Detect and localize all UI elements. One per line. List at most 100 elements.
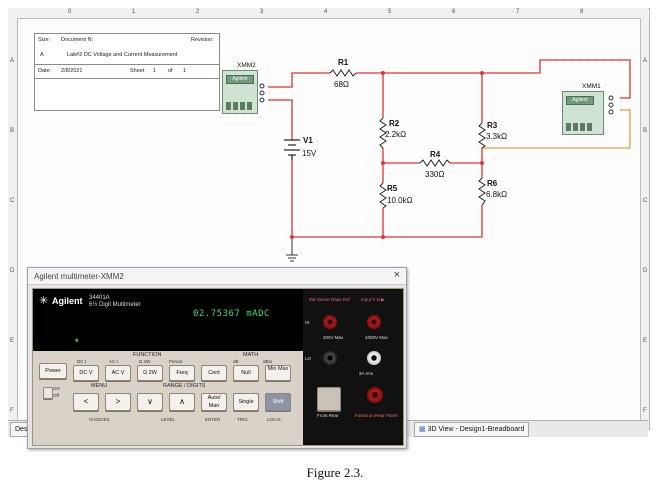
resistor-r1-icon[interactable]	[329, 69, 357, 77]
math-group-label: MATH	[243, 352, 259, 358]
close-icon[interactable]: ×	[393, 269, 400, 281]
breadboard-icon: ▦	[419, 426, 426, 433]
max-label: 200V Max	[323, 335, 344, 340]
xmm1-meter-icon[interactable]: Agilent	[562, 91, 604, 135]
minmax-button[interactable]: Min Max	[265, 365, 291, 381]
input-lo-jack[interactable]	[367, 351, 381, 365]
dci-sublabel: DC I	[77, 359, 86, 364]
front-rear-switch[interactable]	[317, 387, 341, 411]
resistor-r3-icon[interactable]	[478, 122, 486, 149]
r3-name: R3	[487, 121, 498, 130]
acv-button[interactable]: AC V	[105, 365, 131, 381]
input-hi-jack[interactable]	[367, 315, 381, 329]
resistor-r6-icon[interactable]	[478, 177, 486, 206]
enter-label: ENTER	[205, 417, 221, 422]
range-down-button[interactable]: ∨	[137, 393, 163, 411]
null-button[interactable]: Null	[233, 365, 259, 381]
tab-breadboard-label: 3D View - Design1-Breadboard	[427, 426, 525, 433]
resistor-r4-icon[interactable]	[419, 159, 451, 167]
agilent-logo-icon: ✳	[39, 295, 49, 307]
resistor-r2-icon[interactable]	[379, 117, 387, 149]
r1-name: R1	[338, 58, 349, 67]
range-up-button[interactable]: ∧	[169, 393, 195, 411]
power-button[interactable]: Power	[39, 363, 67, 379]
hi-label: HI	[305, 320, 310, 325]
xmm2-meter-icon[interactable]: Agilent	[222, 70, 258, 114]
window-title: Agilent multimeter-XMM2	[28, 268, 406, 285]
function-group-label: FUNCTION	[133, 352, 162, 358]
single-button[interactable]: Single	[233, 393, 259, 411]
menu-group-label: MENU	[91, 383, 108, 389]
wire	[268, 99, 293, 140]
resistor-r5-icon[interactable]	[379, 182, 387, 209]
sheet-value: 1	[153, 68, 157, 74]
wire	[482, 59, 631, 99]
ruler-mark: D	[10, 268, 15, 274]
r2-value: 2.2kΩ	[385, 130, 406, 139]
v1-name: V1	[303, 136, 313, 145]
meter-screen: Agilent	[226, 75, 254, 84]
sense-lo-jack[interactable]	[323, 351, 337, 365]
multimeter-window[interactable]: Agilent multimeter-XMM2 × ✳ Agilent 3440…	[27, 267, 407, 449]
max-label: 1000V Max	[365, 335, 388, 340]
xmm2-label: XMM2	[237, 62, 256, 69]
ruler-mark: F	[10, 408, 14, 414]
period-sublabel: Period	[169, 359, 183, 364]
v1-value: 15V	[302, 149, 317, 158]
aci-sublabel: AC I	[109, 359, 118, 364]
off-label: Off	[53, 393, 59, 398]
ruler-mark: B	[10, 128, 15, 134]
wire	[268, 72, 330, 88]
ohm4w-sublabel: Ω 4W	[139, 359, 151, 364]
menu-left-button[interactable]: <	[73, 393, 99, 411]
battery-v1-icon[interactable]	[284, 139, 300, 160]
meter-wire	[482, 109, 631, 149]
sheet-label: Sheet	[130, 68, 145, 74]
keypad-area: Power ON Off FUNCTION MATH DC I AC I Ω 4…	[33, 351, 303, 445]
title-block-divider	[35, 64, 219, 65]
cont-button[interactable]: Cont	[201, 365, 227, 381]
on-label: ON	[53, 386, 60, 391]
ruler-mark: B	[643, 128, 648, 134]
revision-label: Revision:	[191, 37, 214, 43]
front-rear-label: Front Rear	[317, 413, 339, 418]
ruler-mark: F	[643, 408, 647, 414]
amps-jack[interactable]	[367, 387, 383, 403]
tab-breadboard[interactable]: ▦ 3D View - Design1-Breadboard	[414, 422, 530, 437]
meter-keys	[226, 102, 252, 110]
ruler-mark: A	[643, 58, 648, 64]
xmm2-terminals-icon	[259, 83, 265, 103]
lcd-flag: *	[75, 337, 79, 347]
trig-label: TRIG	[237, 417, 248, 422]
sense-label: 4W Sense Ratio Ref	[309, 297, 350, 302]
ruler-mark: 6	[452, 9, 456, 15]
junction-dot	[480, 161, 484, 165]
document-title: Lab#2 DC Voltage and Current Measurement	[67, 52, 178, 58]
model-number: 34401A	[89, 295, 110, 301]
power-switch[interactable]	[43, 387, 53, 399]
junction-dot	[480, 71, 484, 75]
ruler-mark: C	[643, 198, 648, 204]
shift-button[interactable]: Shift	[265, 393, 291, 411]
wire	[356, 72, 483, 123]
junction-dot	[381, 235, 385, 239]
xmm1-terminals-icon	[608, 95, 614, 115]
sense-hi-jack[interactable]	[323, 315, 337, 329]
size-value: A	[40, 52, 44, 58]
model-label: 34401A 6½ Digit Multimeter	[89, 295, 141, 309]
r5-value: 10.0kΩ	[387, 196, 413, 205]
dcv-button[interactable]: DC V	[73, 365, 99, 381]
freq-button[interactable]: Freq	[169, 365, 195, 381]
ohm-button[interactable]: Ω 2W	[137, 365, 163, 381]
document-label: Document N:	[61, 37, 94, 43]
ruler-mark: E	[10, 338, 15, 344]
menu-right-button[interactable]: >	[105, 393, 131, 411]
ruler-mark: 8	[580, 9, 584, 15]
figure-caption: Figure 2.3.	[306, 465, 364, 480]
r3-value: 3.3kΩ	[486, 132, 507, 141]
wire	[292, 208, 384, 238]
r4-name: R4	[430, 150, 441, 159]
input-label: Input V Ω ▶	[361, 297, 385, 302]
auto-man-button[interactable]: Auto/ Man	[201, 393, 227, 411]
